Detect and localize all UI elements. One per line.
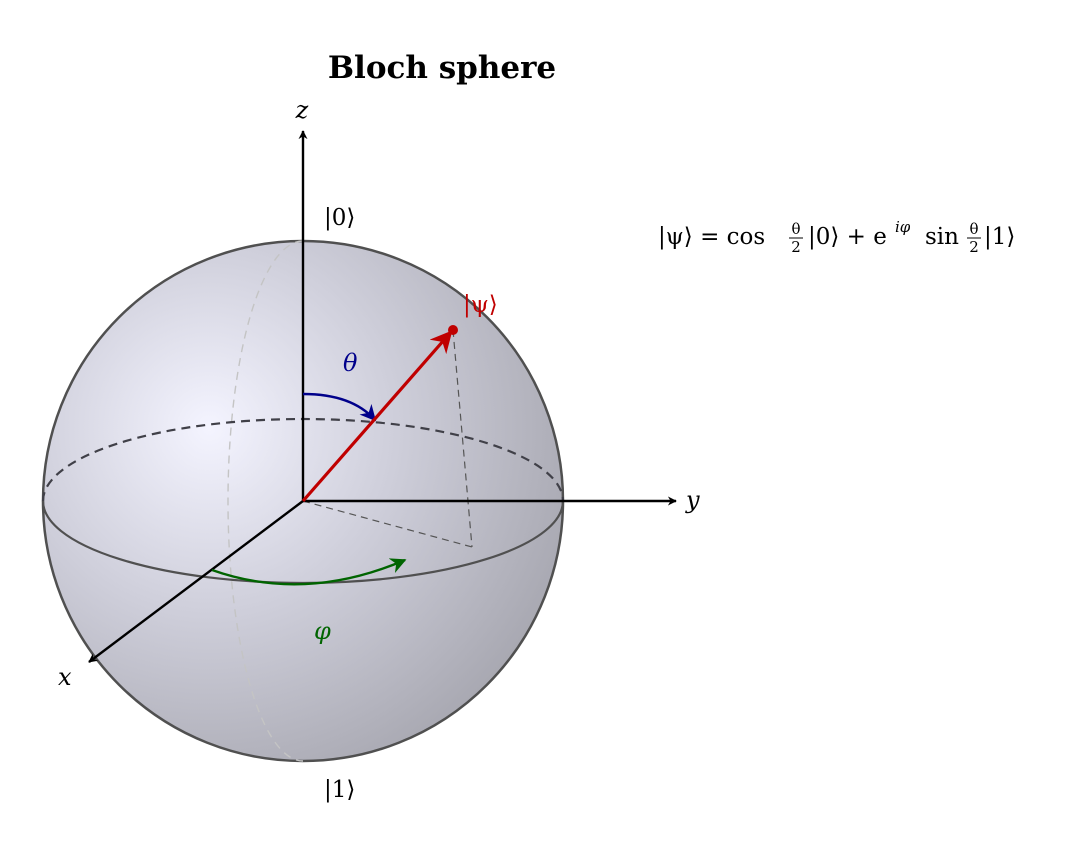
phi-arc [211, 558, 407, 586]
state-vector-tip [448, 325, 458, 335]
ket-one-label: |1⟩ [324, 777, 355, 803]
ket-psi-label: |ψ⟩ [463, 292, 498, 318]
state-vector [301, 330, 453, 503]
x-axis-label: x [58, 663, 72, 691]
projection-line-vertical [452, 329, 473, 548]
theta-label: θ [343, 349, 358, 377]
formula-fraction2-denominator: 2 [969, 238, 979, 256]
formula-fraction-numerator: θ [791, 220, 800, 238]
formula-tail: |1⟩ [984, 224, 1015, 250]
ket-zero-label: |0⟩ [324, 205, 355, 231]
phi-label: φ [314, 617, 331, 645]
formula-fraction2-numerator: θ [969, 220, 978, 238]
diagram-title: Bloch sphere [328, 50, 556, 86]
x-axis [88, 500, 304, 663]
formula-sin: sin [925, 224, 959, 250]
z-axis-label: z [295, 96, 309, 124]
y-axis-label: y [685, 486, 700, 514]
projection-line-horizontal [302, 500, 473, 548]
formula-lhs: |ψ⟩ = cos [658, 224, 765, 250]
meridian-circle [227, 240, 304, 762]
formula-exponent: iφ [895, 218, 911, 236]
formula-fraction-denominator: 2 [791, 238, 801, 256]
theta-arc [302, 392, 377, 422]
state-formula: |ψ⟩ = cos θ 2 |0⟩ + e iφ sin θ 2 |1⟩ [658, 218, 1015, 256]
formula-middle: |0⟩ + e [808, 224, 887, 250]
